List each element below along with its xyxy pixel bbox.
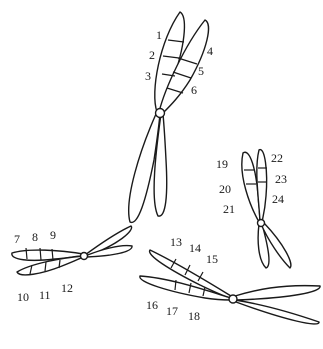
band-label: 15 bbox=[206, 252, 218, 266]
chromosome-large: 1 2 3 4 5 6 bbox=[129, 12, 213, 222]
centromere bbox=[81, 253, 88, 260]
band-label: 11 bbox=[39, 288, 51, 302]
centromere bbox=[156, 109, 165, 118]
band-label: 9 bbox=[50, 228, 56, 242]
band-label: 24 bbox=[272, 192, 284, 206]
band-label: 16 bbox=[146, 298, 158, 312]
chromatid-arm bbox=[235, 300, 319, 324]
band-label: 7 bbox=[14, 232, 20, 246]
band-label: 18 bbox=[188, 309, 200, 323]
chromosome-small-horizontal: 7 8 9 10 11 12 bbox=[12, 226, 132, 304]
band-label: 20 bbox=[219, 182, 231, 196]
band-label: 23 bbox=[275, 172, 287, 186]
band-label: 14 bbox=[189, 241, 201, 255]
band-label: 4 bbox=[207, 44, 213, 58]
band-label: 22 bbox=[271, 151, 283, 165]
band-label: 6 bbox=[191, 83, 197, 97]
centromere bbox=[258, 220, 265, 227]
band-label: 5 bbox=[198, 64, 204, 78]
band-label: 2 bbox=[149, 48, 155, 62]
centromere bbox=[229, 295, 237, 303]
band-label: 10 bbox=[17, 290, 29, 304]
band-label: 1 bbox=[156, 28, 162, 42]
chromatid-arm bbox=[235, 286, 320, 300]
band-label: 12 bbox=[61, 281, 73, 295]
chromosome-medium-bottom: 13 14 15 16 17 18 bbox=[140, 235, 320, 324]
band-label: 19 bbox=[216, 157, 228, 171]
band-label: 17 bbox=[166, 304, 178, 318]
band-label: 8 bbox=[32, 230, 38, 244]
band-label: 21 bbox=[223, 202, 235, 216]
chromosome-small-vertical: 19 20 21 22 23 24 bbox=[216, 150, 291, 268]
band-label: 3 bbox=[145, 69, 151, 83]
band-label: 13 bbox=[170, 235, 182, 249]
